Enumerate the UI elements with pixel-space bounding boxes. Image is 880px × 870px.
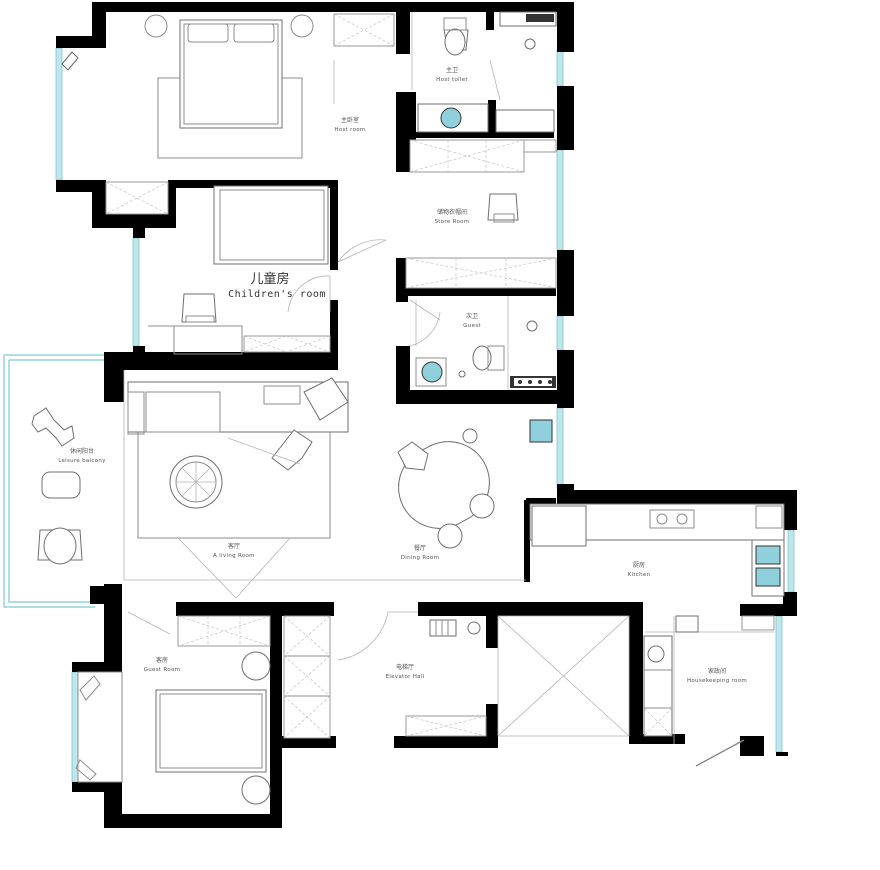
water-dispenser-icon xyxy=(529,419,553,443)
floor-drain-icon xyxy=(524,38,536,50)
kitchen-fixtures xyxy=(529,503,785,633)
children-room-inner-door xyxy=(287,275,331,313)
toilet-bowl-icon xyxy=(472,345,492,371)
window-handle-icon xyxy=(61,51,79,71)
wash-basin-icon xyxy=(440,107,462,129)
window-kitchen xyxy=(787,529,795,593)
label-children-room-en: Children's room xyxy=(228,289,326,300)
elevator-hall-furniture xyxy=(283,615,487,739)
elevator-shaft-cross xyxy=(497,615,630,737)
window-housekeeping xyxy=(775,615,783,753)
label-store-room-en: Store Room xyxy=(435,219,470,225)
children-room-door xyxy=(337,239,387,263)
cooktop-icon xyxy=(649,509,695,529)
balcony-furniture xyxy=(31,407,83,565)
side-table xyxy=(263,385,301,405)
label-elevator-hall-zh: 电梯厅 xyxy=(396,663,414,671)
label-dining-room-zh: 餐厅 xyxy=(414,544,426,552)
label-guest-toilet-en: Guest xyxy=(463,323,481,329)
stool-icon xyxy=(437,523,463,549)
cabinet xyxy=(243,335,331,353)
label-kitchen-zh: 厨房 xyxy=(633,561,645,569)
fridge xyxy=(531,505,587,547)
floor-drain-icon xyxy=(526,320,538,332)
storage-cabinet xyxy=(409,139,525,173)
label-guest-toilet-zh: 次卫 xyxy=(466,312,478,320)
chair-icon xyxy=(397,441,429,471)
guest-toilet-fixtures xyxy=(415,320,556,388)
balcony-glass-rail xyxy=(3,354,104,608)
shoe-cabinet xyxy=(283,615,331,739)
host-bed xyxy=(179,19,283,129)
chair-icon xyxy=(181,293,217,323)
desk xyxy=(173,325,243,355)
label-host-toilet-zh: 主卫 xyxy=(446,66,458,74)
kitchen-sink-icon xyxy=(755,545,781,565)
label-housekeeping-room-en: Housekeeping room xyxy=(687,678,747,684)
host-room-furniture xyxy=(61,13,395,215)
children-room-furniture xyxy=(148,185,331,355)
store-room-furniture xyxy=(405,139,557,289)
label-guest-room-en: Guest Room xyxy=(144,667,181,673)
room-edges xyxy=(123,12,774,744)
wash-basin-icon xyxy=(421,361,443,383)
label-host-room-en: Host room xyxy=(334,127,365,133)
toilet-bowl-icon xyxy=(444,28,466,56)
stool-icon xyxy=(462,428,478,444)
label-housekeeping-room-zh: 家政间 xyxy=(708,667,726,675)
label-dining-room-en: Dining Room xyxy=(401,555,439,561)
nightstand-lamp xyxy=(241,775,271,805)
armchair-icon xyxy=(303,377,349,421)
lounge-chair-icon xyxy=(271,429,313,471)
window-handle-icon xyxy=(79,675,101,701)
label-elevator-hall-en: Elevator Hall xyxy=(385,674,424,680)
window-handle-icon xyxy=(75,759,97,781)
nightstand-lamp xyxy=(144,14,168,38)
guest-bed xyxy=(155,689,267,773)
label-store-room-zh: 储物衣帽间 xyxy=(437,208,467,216)
radiator-icon xyxy=(429,619,457,637)
label-host-toilet-en: Host toilet xyxy=(436,77,468,83)
dining-furniture xyxy=(397,419,553,549)
stool-icon xyxy=(469,493,495,519)
host-toilet-door xyxy=(489,59,501,101)
label-guest-room-zh: 客房 xyxy=(156,656,168,664)
nightstand-lamp xyxy=(241,651,271,681)
child-bed xyxy=(213,185,329,265)
window-host-room xyxy=(55,47,63,181)
label-leisure-balcony-en: Leisure balcony xyxy=(58,458,106,464)
housekeeping-fixtures xyxy=(643,635,673,737)
elevator-hall-door xyxy=(337,611,418,661)
label-host-room-zh: 主卧室 xyxy=(341,116,359,124)
doors xyxy=(127,59,745,767)
side-table xyxy=(41,471,81,499)
pillow xyxy=(233,23,275,43)
dog-toy-icon xyxy=(31,407,75,447)
label-living-room-en: A living Room xyxy=(213,553,255,559)
window-guest-toilet xyxy=(556,315,564,351)
host-toilet-fixtures xyxy=(417,11,557,133)
label-leisure-balcony-zh: 休闲阳台 xyxy=(70,447,94,455)
mop-sink-icon xyxy=(647,645,665,663)
room-labels: 主卧室 Host room 主卫 Host toilet 储物衣帽间 Store… xyxy=(58,66,747,684)
window-store-room xyxy=(556,149,564,251)
living-room-furniture xyxy=(127,377,349,599)
window-dining xyxy=(556,407,564,489)
guest-toilet-door xyxy=(409,299,441,347)
label-children-room-zh: 儿童房 xyxy=(250,271,289,287)
window-children-room xyxy=(132,237,140,347)
window-host-toilet xyxy=(556,49,564,87)
walls xyxy=(56,2,797,828)
nightstand-lamp xyxy=(290,14,314,38)
label-living-room-zh: 客厅 xyxy=(228,542,240,550)
guest-room-furniture xyxy=(75,615,271,805)
housekeeping-door xyxy=(695,739,745,767)
label-kitchen-en: Kitchen xyxy=(628,572,651,578)
pillow xyxy=(187,23,229,43)
guest-room-door xyxy=(127,611,171,635)
